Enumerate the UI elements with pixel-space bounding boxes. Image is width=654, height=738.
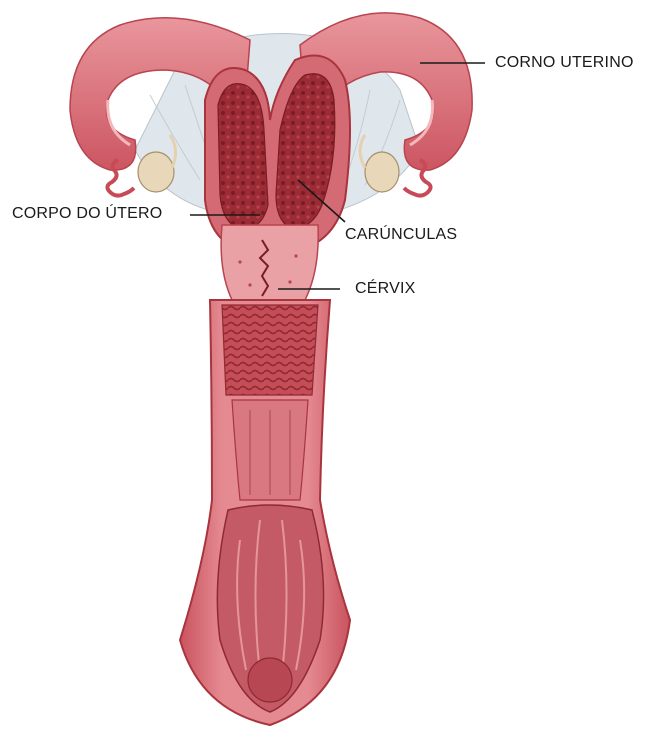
left-ovary: [138, 152, 174, 192]
cervical-rings: [222, 305, 318, 395]
label-cervix: CÉRVIX: [355, 280, 415, 298]
right-ovary: [365, 152, 399, 192]
caruncles-left: [218, 84, 268, 230]
label-corno-uterino: CORNO UTERINO: [495, 54, 634, 72]
label-carunculas: CARÚNCULAS: [345, 226, 457, 244]
label-corpo-do-utero: CORPO DO ÚTERO: [12, 205, 162, 223]
vaginal-canal: [180, 300, 350, 725]
